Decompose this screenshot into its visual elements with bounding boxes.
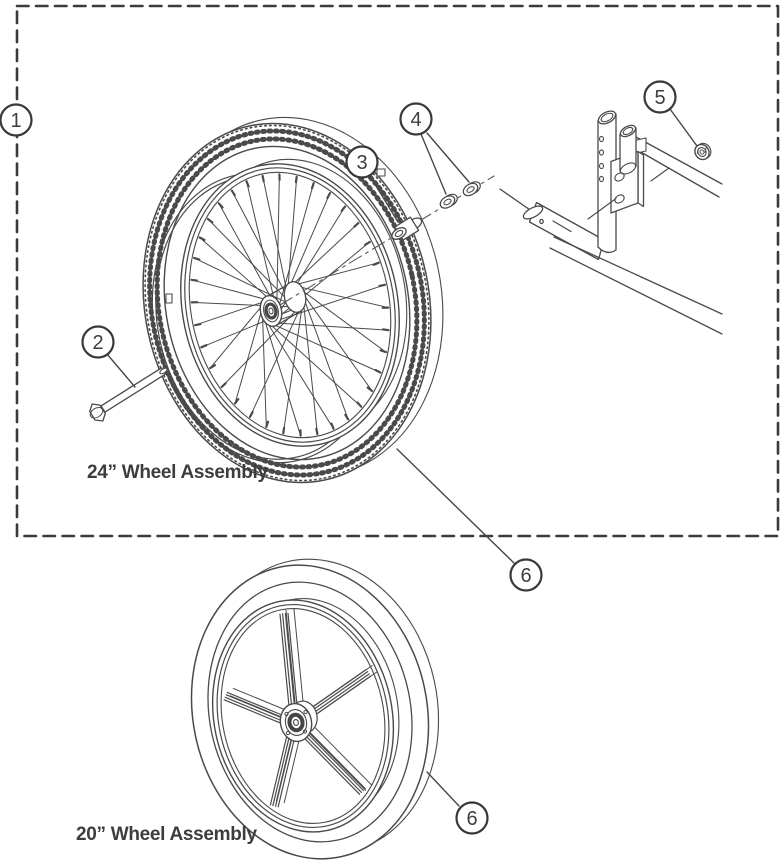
callout-4-label: 4 [410,109,421,131]
callout-6-20-label: 6 [466,808,477,830]
callout-5: 5 [643,80,677,114]
callout-4: 4 [399,102,433,136]
wheel-20-assembly-label: 20” Wheel Assembly [76,824,257,845]
leader-lines [106,108,698,807]
handrim-tab [376,168,386,177]
wheel-24-drawing [142,116,444,484]
callout-1: 1 [0,103,33,137]
washer-parts [439,181,481,209]
axle-bolt-part [89,367,168,422]
callout-6-24-label: 6 [520,565,531,587]
callout-2-label: 2 [92,332,103,354]
wheel-24-spokes [190,173,390,437]
callout-3-label: 3 [356,152,367,174]
callout-6-20: 6 [455,801,489,835]
wheel-20-hub [279,700,318,743]
axle-centerline [279,175,495,306]
nut-part [694,142,712,161]
handrim-tab [165,293,173,304]
callout-6-24: 6 [509,558,543,592]
callouts: 1 2 3 4 5 6 6 [0,80,677,835]
callout-2: 2 [81,325,115,359]
callout-3: 3 [345,145,379,179]
frame-drawing [499,110,723,335]
wheel-20-spokes [223,608,378,808]
wheel-20-drawing [190,558,440,860]
wheel-24-assembly-label: 24” Wheel Assembly [87,462,268,483]
spacer-part [391,216,423,241]
callout-5-label: 5 [654,87,665,109]
callout-1-label: 1 [10,110,21,132]
wheel-24-hub [259,281,307,328]
assembly-boundary-box [15,4,780,538]
